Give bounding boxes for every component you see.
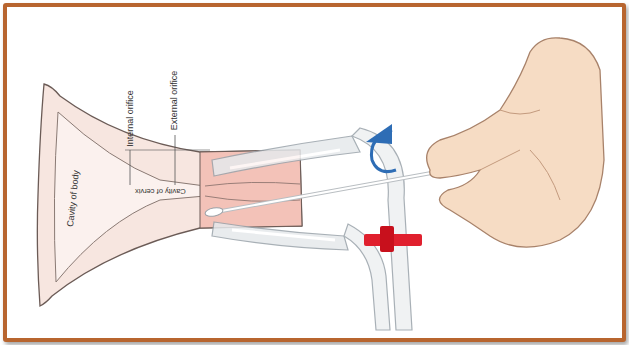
label-holder: Cavity of cervix xyxy=(135,187,186,195)
leader-line xyxy=(125,150,210,151)
label-holder: Internal orifice xyxy=(126,90,135,147)
part-label: Internal orifice xyxy=(126,90,135,147)
leader-line xyxy=(175,135,176,185)
speculum-clip xyxy=(380,226,394,252)
label-holder: External orifice xyxy=(171,70,180,130)
arrow-head xyxy=(366,124,392,144)
leader-line xyxy=(130,150,131,185)
hand-creases xyxy=(480,110,560,200)
part-label: Cavity of cervix xyxy=(135,187,186,195)
part-label: External orifice xyxy=(171,70,180,130)
swab-tip xyxy=(204,206,223,217)
speculum xyxy=(212,128,412,330)
hand xyxy=(427,38,604,247)
